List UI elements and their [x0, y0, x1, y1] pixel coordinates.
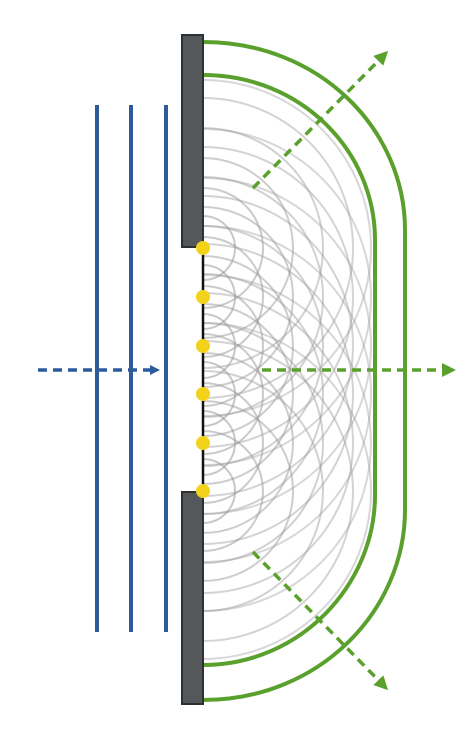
wavelet-source-6-ring-4: [202, 370, 324, 612]
outgoing-wavefront-inner: [202, 73, 377, 667]
wavelet-source-3-ring-6: [202, 177, 372, 515]
barrier-upper: [181, 34, 204, 248]
wavelet-source-6-ring-6: [202, 322, 372, 660]
wavelet-source-4-ring-4: [202, 273, 324, 515]
wavelet-source-3-ring-1: [202, 313, 236, 379]
wavelet-source-3-ring-3: [202, 255, 294, 437]
wavelet-source-5-ring-4: [202, 322, 324, 564]
wavelet-source-5-ring-6: [202, 274, 372, 612]
wavelet-source-2-ring-1: [202, 264, 236, 330]
secondary-source-2: [196, 290, 210, 304]
wavelet-source-6-ring-1: [202, 458, 236, 524]
wavelet-source-5-ring-5: [202, 292, 354, 594]
wavelet-source-1-ring-4: [202, 127, 324, 369]
wavelet-source-4-ring-6: [202, 225, 372, 563]
outgoing-arrow-down: [251, 550, 389, 691]
wavelet-source-5-ring-2: [202, 382, 264, 504]
outgoing-arrow-up: [251, 50, 389, 190]
wavelet-source-5-ring-3: [202, 352, 294, 534]
secondary-sources: [196, 241, 210, 498]
wavelet-source-3-ring-2: [202, 285, 264, 407]
wavelet-source-1-ring-5: [202, 97, 354, 399]
secondary-source-6: [196, 484, 210, 498]
secondary-source-4: [196, 387, 210, 401]
wavelet-source-4-ring-5: [202, 243, 354, 545]
wavelet-source-6-ring-3: [202, 400, 294, 582]
outgoing-direction-arrows: [251, 50, 456, 691]
barrier-lower: [181, 491, 204, 705]
wavelet-source-2-ring-4: [202, 176, 324, 418]
secondary-source-5: [196, 436, 210, 450]
secondary-source-3: [196, 339, 210, 353]
wavelet-source-3-ring-4: [202, 225, 324, 467]
wavelet-source-1-ring-1: [202, 215, 236, 281]
wavelet-source-5-ring-1: [202, 410, 236, 476]
wavelet-source-2-ring-5: [202, 146, 354, 448]
wavelet-source-2-ring-3: [202, 206, 294, 388]
wavelet-source-6-ring-5: [202, 340, 354, 642]
wavelet-source-4-ring-3: [202, 303, 294, 485]
wavelet-source-2-ring-6: [202, 128, 372, 466]
wavelet-source-3-ring-5: [202, 195, 354, 497]
wavelet-source-4-ring-1: [202, 361, 236, 427]
wavelet-source-6-ring-2: [202, 430, 264, 552]
wavelet-source-2-ring-2: [202, 236, 264, 358]
wavelet-source-4-ring-2: [202, 333, 264, 455]
wavelet-source-1-ring-3: [202, 157, 294, 339]
secondary-source-1: [196, 241, 210, 255]
slit-barrier: [181, 34, 205, 705]
wavelet-source-1-ring-2: [202, 187, 264, 309]
wavelet-source-1-ring-6: [202, 79, 372, 417]
huygens-wavelets: [202, 79, 372, 660]
